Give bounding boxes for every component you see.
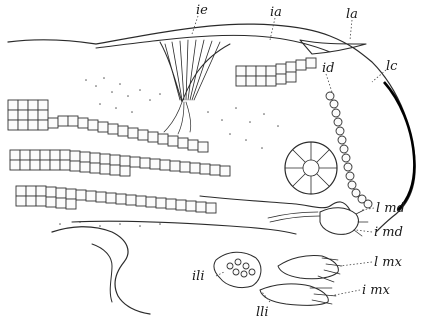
ventral-outline (72, 221, 296, 234)
lower-left-inner (92, 244, 112, 302)
fan-epithelium (160, 40, 230, 134)
ventral-fibres (268, 212, 320, 222)
label-la: la (346, 7, 358, 22)
mandible (278, 208, 368, 282)
round-cross-section (285, 142, 337, 194)
labels: ie ia la lc id l md i md l mx i mx ili l… (192, 3, 405, 320)
label-lli: lli (256, 305, 268, 320)
label-imx: i mx (362, 283, 391, 298)
label-ili: ili (192, 269, 204, 284)
lower-left-outline (52, 227, 150, 314)
maxilla (260, 284, 336, 305)
label-ie: ie (196, 3, 208, 18)
labium (214, 252, 261, 287)
labrum-process (300, 40, 366, 54)
id-cell-chain (326, 92, 372, 208)
label-leaders (192, 16, 386, 302)
left-cell-bands (8, 100, 230, 213)
label-lmx: l mx (374, 255, 403, 270)
ia-cell-row (236, 58, 316, 86)
label-ia: ia (270, 5, 282, 20)
label-imd: i md (374, 225, 403, 240)
label-lc: lc (386, 59, 398, 74)
label-id: id (322, 61, 334, 76)
label-lmd: l md (376, 201, 405, 216)
oral-curve (200, 196, 350, 210)
